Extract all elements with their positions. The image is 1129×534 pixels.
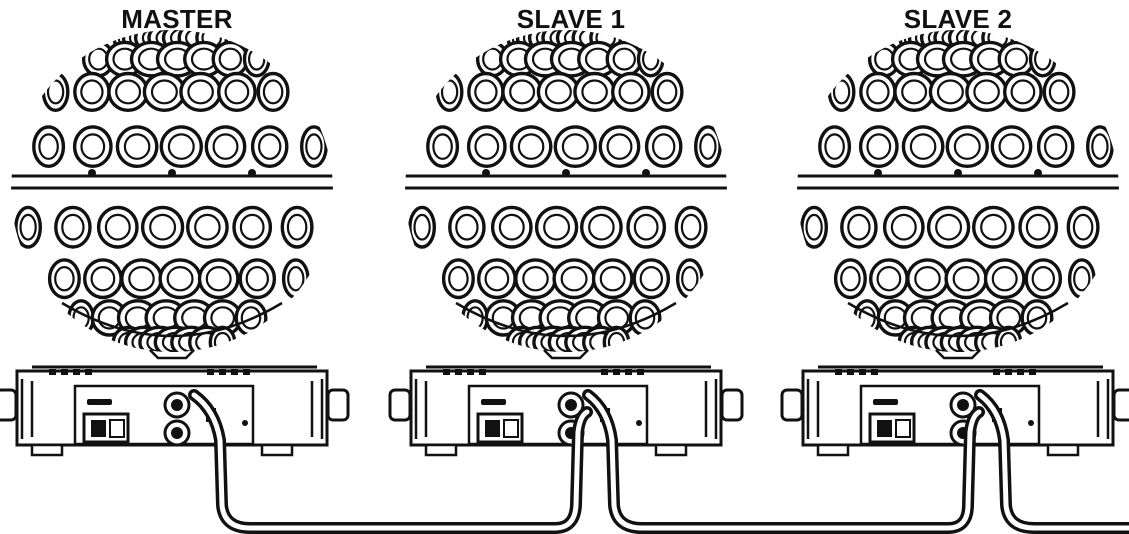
mirror-ball-led-fixture-icon	[782, 23, 1129, 455]
mirror-ball-led-fixture-icon	[0, 23, 348, 455]
fixture-slave-1	[390, 23, 742, 455]
fixture-master	[0, 23, 348, 455]
mirror-ball-led-fixture-icon	[390, 23, 742, 455]
fixture-slave-2	[782, 23, 1129, 455]
